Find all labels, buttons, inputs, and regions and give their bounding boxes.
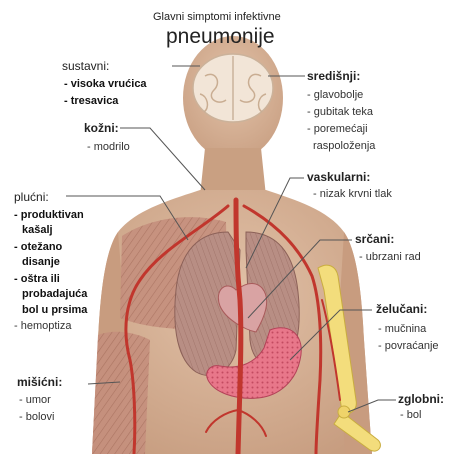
group-heading-srcani: srčani:: [355, 232, 394, 246]
symptom-item: - nizak krvni tlak: [313, 187, 392, 201]
title-line-1: Glavni simptomi infektivne: [153, 10, 281, 24]
symptom-item: raspoloženja: [313, 139, 375, 153]
title-line-2: pneumonije: [166, 25, 275, 49]
symptom-item: kašalj: [22, 223, 53, 237]
symptom-item: disanje: [22, 255, 60, 269]
symptom-item: - glavobolje: [307, 88, 363, 102]
symptom-item: - hemoptiza: [14, 319, 71, 333]
symptom-item: - umor: [19, 393, 51, 407]
symptom-item: - bol: [400, 408, 421, 422]
group-heading-zglobni: zglobni:: [398, 392, 444, 406]
group-heading-misicni: mišićni:: [17, 375, 62, 389]
group-heading-zelucani: želučani:: [376, 302, 427, 316]
group-heading-sustavni: sustavni:: [62, 59, 109, 73]
group-heading-sredisnji: središnji:: [307, 69, 360, 83]
symptom-item: - ubrzani rad: [359, 250, 421, 264]
symptom-item: - mučnina: [378, 322, 426, 336]
symptom-item: - tresavica: [64, 94, 118, 108]
symptom-item: - produktivan: [14, 208, 84, 222]
symptom-item: - modrilo: [87, 140, 130, 154]
symptom-item: bol u prsima: [22, 303, 87, 317]
symptom-item: probadajuća: [22, 287, 87, 301]
symptom-item: - visoka vrućica: [64, 77, 147, 91]
symptom-item: - povraćanje: [378, 339, 439, 353]
group-heading-plucni: plućni:: [14, 190, 49, 204]
brain: [193, 54, 273, 122]
symptom-item: - bolovi: [19, 410, 54, 424]
group-heading-vaskularni: vaskularni:: [307, 170, 370, 184]
symptom-item: - oštra ili: [14, 272, 60, 286]
symptom-item: - gubitak teka: [307, 105, 373, 119]
symptom-item: - poremećaji: [307, 122, 368, 136]
group-heading-kozni: kožni:: [84, 121, 119, 135]
symptom-item: - otežano: [14, 240, 62, 254]
